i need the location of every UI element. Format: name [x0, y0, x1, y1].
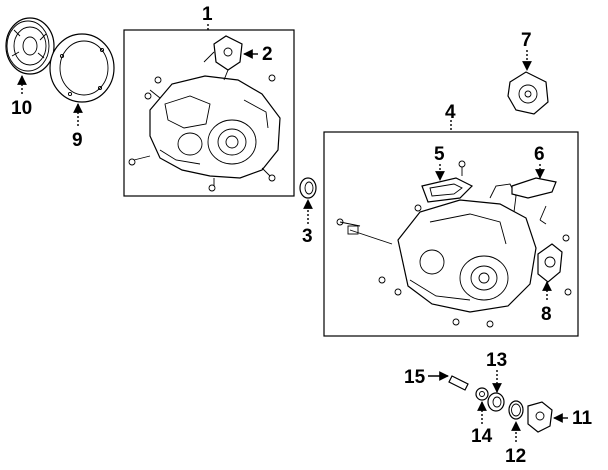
- callout-15: 15: [404, 367, 426, 388]
- callout-7: 7: [521, 30, 532, 51]
- part-15-drawing[interactable]: [448, 375, 469, 391]
- callout-13: 13: [486, 350, 507, 371]
- part-4-drawing[interactable]: [336, 160, 572, 328]
- callout-11: 11: [572, 408, 593, 429]
- group-box-4: [323, 131, 579, 337]
- callout-8: 8: [541, 304, 552, 325]
- part-10-drawing[interactable]: [5, 17, 55, 75]
- part-9-drawing[interactable]: [49, 33, 115, 103]
- callout-14: 14: [471, 426, 493, 447]
- part-2-drawing[interactable]: [203, 35, 243, 81]
- callout-5: 5: [434, 144, 445, 165]
- part-3-drawing[interactable]: [299, 177, 317, 199]
- callout-1: 1: [202, 4, 213, 25]
- part-1-drawing[interactable]: [128, 74, 281, 192]
- part-13-drawing[interactable]: [487, 392, 505, 412]
- part-14-drawing[interactable]: [475, 387, 489, 401]
- part-8-drawing[interactable]: [537, 243, 563, 283]
- callout-2: 2: [262, 44, 273, 65]
- callout-6: 6: [534, 144, 545, 165]
- callout-3: 3: [302, 226, 313, 247]
- callout-9: 9: [72, 130, 83, 151]
- part-12-drawing[interactable]: [508, 400, 524, 420]
- callout-10: 10: [11, 98, 32, 119]
- callout-4: 4: [445, 102, 456, 123]
- part-11-drawing[interactable]: [527, 401, 553, 433]
- group-box-1: [123, 29, 295, 197]
- part-7-drawing[interactable]: [507, 71, 549, 115]
- part-5-drawing[interactable]: [421, 177, 474, 203]
- callout-12: 12: [505, 446, 526, 467]
- part-6-drawing[interactable]: [511, 177, 557, 225]
